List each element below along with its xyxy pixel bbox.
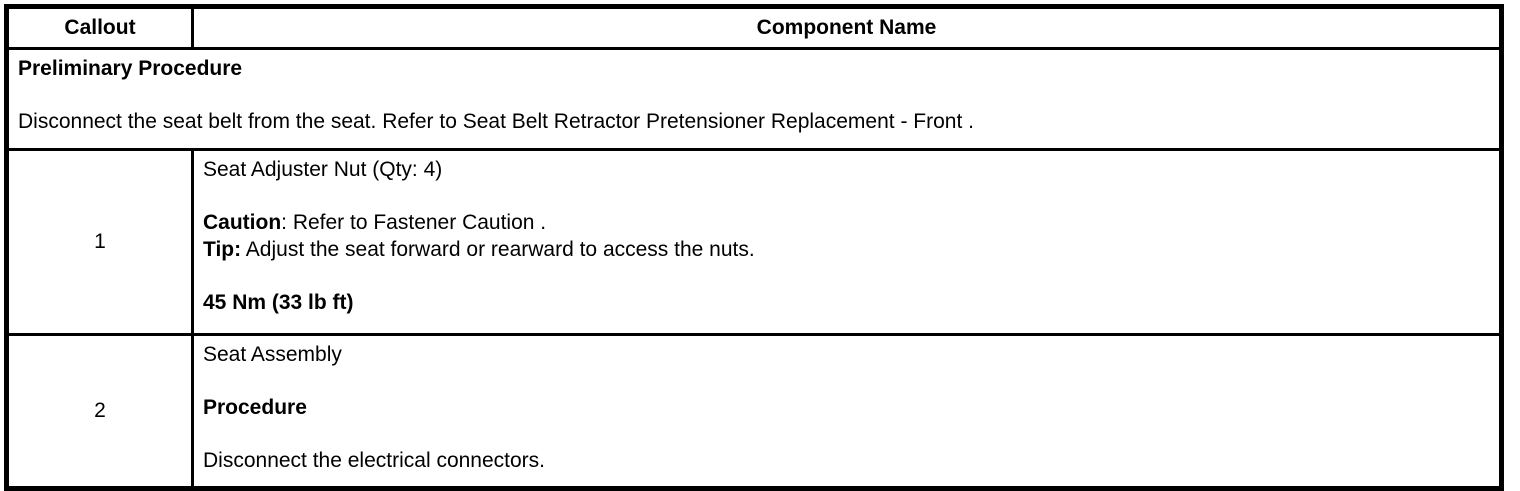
callout-number: 1 — [5, 148, 194, 336]
tip-label: Tip: — [203, 238, 242, 261]
preliminary-procedure-row: Preliminary Procedure Disconnect the sea… — [5, 47, 1503, 151]
procedure-label: Procedure — [203, 396, 307, 419]
preliminary-procedure-title: Preliminary Procedure — [18, 57, 243, 80]
preliminary-procedure-cell: Preliminary Procedure Disconnect the sea… — [5, 47, 1503, 151]
table-row: 2 Seat Assembly Procedure Disconnect the… — [5, 333, 1503, 490]
table-header-row: Callout Component Name — [5, 5, 1503, 50]
tip-text: Adjust the seat forward or rearward to a… — [241, 238, 755, 261]
caution-tip-block: Caution: Refer to Fastener Caution . Tip:… — [203, 209, 1490, 263]
component-cell: Seat Adjuster Nut (Qty: 4) Caution: Refe… — [191, 148, 1503, 336]
torque-spec: 45 Nm (33 lb ft) — [203, 291, 354, 314]
component-name: Seat Assembly — [203, 343, 342, 366]
component-cell: Seat Assembly Procedure Disconnect the e… — [191, 333, 1503, 490]
table-row: 1 Seat Adjuster Nut (Qty: 4) Caution: Re… — [5, 148, 1503, 336]
callout-number: 2 — [5, 333, 194, 490]
header-component-name: Component Name — [191, 5, 1503, 50]
procedure-text: Disconnect the electrical connectors. — [203, 449, 545, 472]
caution-text: : Refer to Fastener Caution . — [281, 211, 547, 234]
preliminary-procedure-text: Disconnect the seat belt from the seat. … — [18, 110, 974, 133]
component-name: Seat Adjuster Nut (Qty: 4) — [203, 158, 443, 181]
header-callout: Callout — [5, 5, 194, 50]
component-callout-table: Callout Component Name Preliminary Proce… — [4, 4, 1504, 491]
caution-label: Caution — [203, 211, 282, 234]
